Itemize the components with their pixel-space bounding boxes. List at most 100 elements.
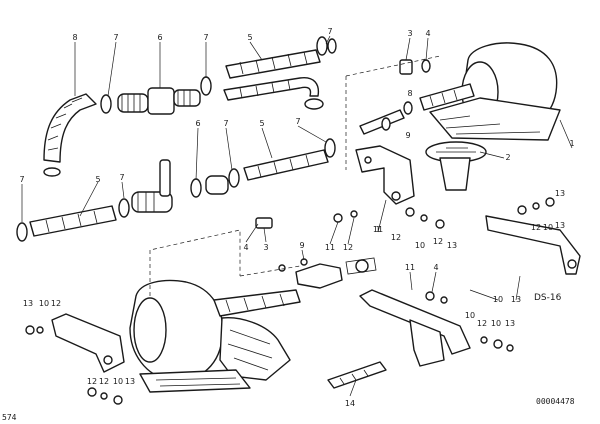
callout-label: 4 [425,29,430,38]
callout-label: 1 [569,139,574,148]
holder-strap [327,361,387,389]
bolt-hole [391,191,401,201]
callout-label: 13 [511,295,521,304]
tee-fitting [295,263,343,289]
mounting-bracket [355,145,415,205]
booster-front-face [133,297,167,363]
washer [403,101,413,115]
callout-label: 12 [87,377,97,386]
callout-label: 12 [531,223,541,232]
nut [517,205,527,215]
washer [278,264,286,272]
callout-label: 7 [19,175,24,184]
fitting [255,217,273,229]
support-bracket [51,313,125,373]
support-bracket [485,215,581,275]
callout-label: 11 [373,225,383,234]
callout-label: 10 [113,377,123,386]
washer [36,326,44,334]
brake-booster-lower [129,279,301,393]
bolt-hole [364,156,372,164]
hose-clamp [228,168,240,188]
washer [532,202,540,210]
callout-label: 10 [465,311,475,320]
callout-label: 7 [119,173,124,182]
hose-clamp [16,222,28,242]
booster-seal [439,157,471,191]
check-valve-small [205,175,229,195]
page-mark: 574 [2,413,17,422]
hose-clamp [324,138,336,158]
brake-booster-upper [359,42,561,191]
bolt-hole [103,355,113,365]
booster-base-bracket [139,369,251,393]
callout-label: 1 [375,225,380,234]
bent-vacuum-hose [223,77,320,101]
hose-assembly-upper [43,36,337,177]
vacuum-hose [225,49,321,79]
washer [506,344,514,352]
callout-label: 8 [72,33,77,42]
center-fittings [255,217,377,289]
callout-label: 13 [125,377,135,386]
washer [350,210,358,218]
callout-label: 12 [343,243,353,252]
callout-label: 12 [391,233,401,242]
nut [545,197,555,207]
washer [480,336,488,344]
tee-connector [159,159,171,197]
callout-label: 4 [433,263,438,272]
hose-clamp [200,76,212,96]
grommet [421,59,431,73]
washer [100,392,108,400]
hose-clamp [190,178,202,198]
callout-label: 7 [295,117,300,126]
callout-label: 14 [345,399,355,408]
callout-label: 3 [407,29,412,38]
callout-label: 5 [95,175,100,184]
callout-label: 11 [405,263,415,272]
callout-label: 7 [327,27,332,36]
callout-label: 8 [407,89,412,98]
pedal-bracket-lower-right [327,289,514,389]
callout-label: 12 [99,377,109,386]
callout-label: 7 [203,33,208,42]
callout-label: 7 [113,33,118,42]
callout-label: 7 [223,119,228,128]
callout-label: 2 [505,153,510,162]
booster-gasket [219,317,291,381]
part-callouts: 8 7 6 7 5 7 3 4 7 5 7 6 7 5 7 1 2 8 4 3 … [19,27,574,408]
callout-label: 6 [157,33,162,42]
callout-label: 12 [51,299,61,308]
nut [435,219,445,229]
hose-assembly-middle [16,138,336,242]
hose-clamp [100,94,112,114]
vacuum-hose [29,205,117,237]
mounting-bracket-middle [333,145,445,229]
drawing-number: 00004478 [536,397,575,406]
nut [425,291,435,301]
bolt-hole [567,259,577,269]
hose-clamp [43,167,61,177]
callout-label: 5 [247,33,252,42]
nut [87,387,97,397]
callout-label: 4 [243,243,248,252]
callout-label: 6 [195,119,200,128]
washer [440,296,448,304]
booster-push-rod [213,289,301,317]
callout-label: 10 [415,241,425,250]
nut [25,325,35,335]
hose-end [327,38,337,54]
callout-label: 9 [405,131,410,140]
callout-label: 13 [505,319,515,328]
check-valve [131,191,173,213]
callout-label: 13 [555,189,565,198]
pedal-arm [409,319,445,367]
nut [113,395,123,405]
hose-clamp [118,198,130,218]
booster-mount-bracket [429,97,561,141]
callout-label: 11 [325,243,335,252]
check-valve-body [147,87,175,115]
callout-label: 10 [543,223,553,232]
